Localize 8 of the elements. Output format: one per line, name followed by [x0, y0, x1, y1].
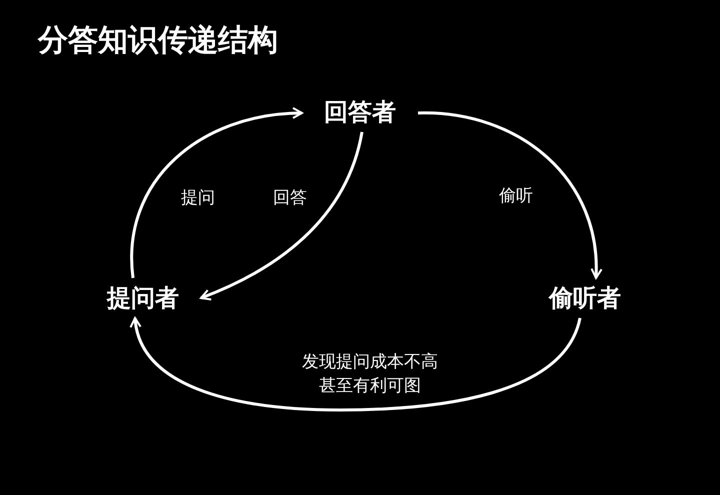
role-label: 回答者 — [305, 94, 415, 130]
arrow — [130, 108, 303, 278]
arrow — [418, 112, 602, 279]
diagram-title: 分答知识传递结构 — [38, 26, 278, 56]
role-label: 提问者 — [88, 280, 198, 316]
arrow — [130, 317, 582, 412]
arrow — [200, 132, 364, 300]
role-label: 偷听者 — [530, 280, 640, 316]
